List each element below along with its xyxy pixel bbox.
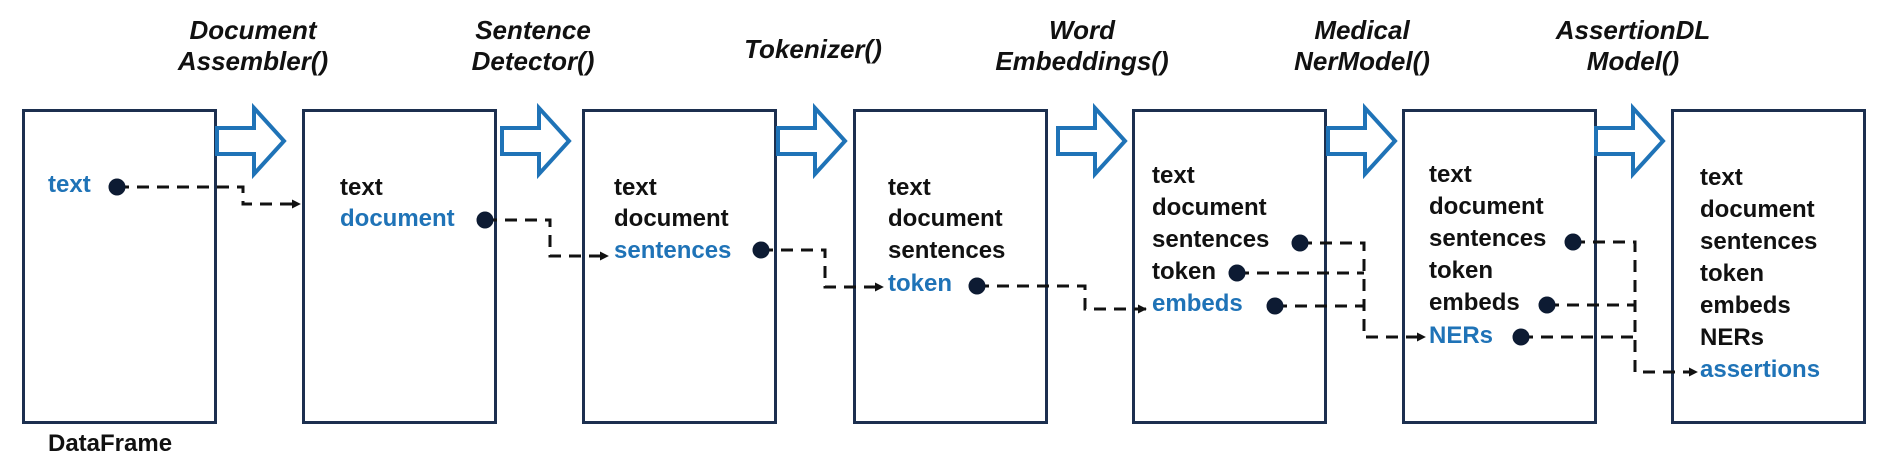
assertion-box <box>1671 109 1866 424</box>
stage-arrow-5-icon <box>1326 102 1398 180</box>
stage-title-medical-ner: Medical NerModel() <box>1294 15 1430 76</box>
field-document: document <box>1700 196 1815 223</box>
field-ners: NERs <box>1429 322 1494 349</box>
connector-token-embeds <box>977 284 1147 314</box>
field-text: text <box>340 174 383 201</box>
stage-title-assertion-dl: AssertionDL Model() <box>1555 15 1711 76</box>
field-document: document <box>1429 193 1544 220</box>
field-sentences: sentences <box>888 237 1006 264</box>
field-document: document <box>888 205 1003 232</box>
field-text: text <box>48 171 91 198</box>
field-embeds: embeds <box>1152 290 1243 317</box>
stage-title-document-assembler: Document Assembler() <box>177 15 329 76</box>
port-dot-icon <box>1512 328 1530 346</box>
port-dot-icon <box>476 211 494 229</box>
field-text: text <box>888 174 931 201</box>
port-dot-icon <box>1564 233 1582 251</box>
token-box <box>853 109 1048 424</box>
field-token: token <box>1429 257 1494 284</box>
field-sentences: sentences <box>1429 225 1547 252</box>
dataframe-label: DataFrame <box>48 430 173 457</box>
connector-sentences-assertions <box>1573 240 1698 377</box>
field-sentences: sentences <box>1700 228 1818 255</box>
stage-arrow-4-icon <box>1056 102 1128 180</box>
port-dot-icon <box>1266 297 1284 315</box>
field-text: text <box>1700 164 1743 191</box>
field-token: token <box>1700 260 1765 287</box>
stage-arrow-2-icon <box>500 102 572 180</box>
port-dot-icon <box>752 241 770 259</box>
sentence-box <box>582 109 777 424</box>
field-sentences: sentences <box>1152 226 1270 253</box>
connector-text-document <box>117 185 301 209</box>
stage-arrow-3-icon <box>776 102 848 180</box>
field-text: text <box>614 174 657 201</box>
connector-sentences-token <box>761 248 884 292</box>
field-ners: NERs <box>1700 324 1765 351</box>
port-dot-icon <box>108 178 126 196</box>
stage-arrow-6-icon <box>1594 102 1666 180</box>
field-text: text <box>1429 161 1472 188</box>
connector-document-sentences <box>485 218 609 261</box>
field-assertions: assertions <box>1700 356 1821 383</box>
field-token: token <box>1152 258 1217 285</box>
port-dot-icon <box>1538 296 1556 314</box>
document-box <box>302 109 497 424</box>
port-dot-icon <box>968 277 986 295</box>
field-embeds: embeds <box>1429 289 1520 316</box>
field-text: text <box>1152 162 1195 189</box>
port-dot-icon <box>1291 234 1309 252</box>
field-sentences: sentences <box>614 237 732 264</box>
stage-arrow-1-icon <box>215 102 287 180</box>
stage-title-tokenizer: Tokenizer() <box>744 34 882 64</box>
field-document: document <box>614 205 729 232</box>
dataframe-box <box>22 109 217 424</box>
ner-box <box>1402 109 1597 424</box>
stage-title-sentence-detector: Sentence Detector() <box>471 15 595 76</box>
field-token: token <box>888 270 953 297</box>
connector-sentences-ners <box>1300 241 1426 342</box>
field-embeds: embeds <box>1700 292 1791 319</box>
port-dot-icon <box>1228 264 1246 282</box>
embeddings-box <box>1132 109 1327 424</box>
field-document: document <box>340 205 455 232</box>
stage-title-word-embeddings: Word Embeddings() <box>995 15 1169 76</box>
field-document: document <box>1152 194 1267 221</box>
